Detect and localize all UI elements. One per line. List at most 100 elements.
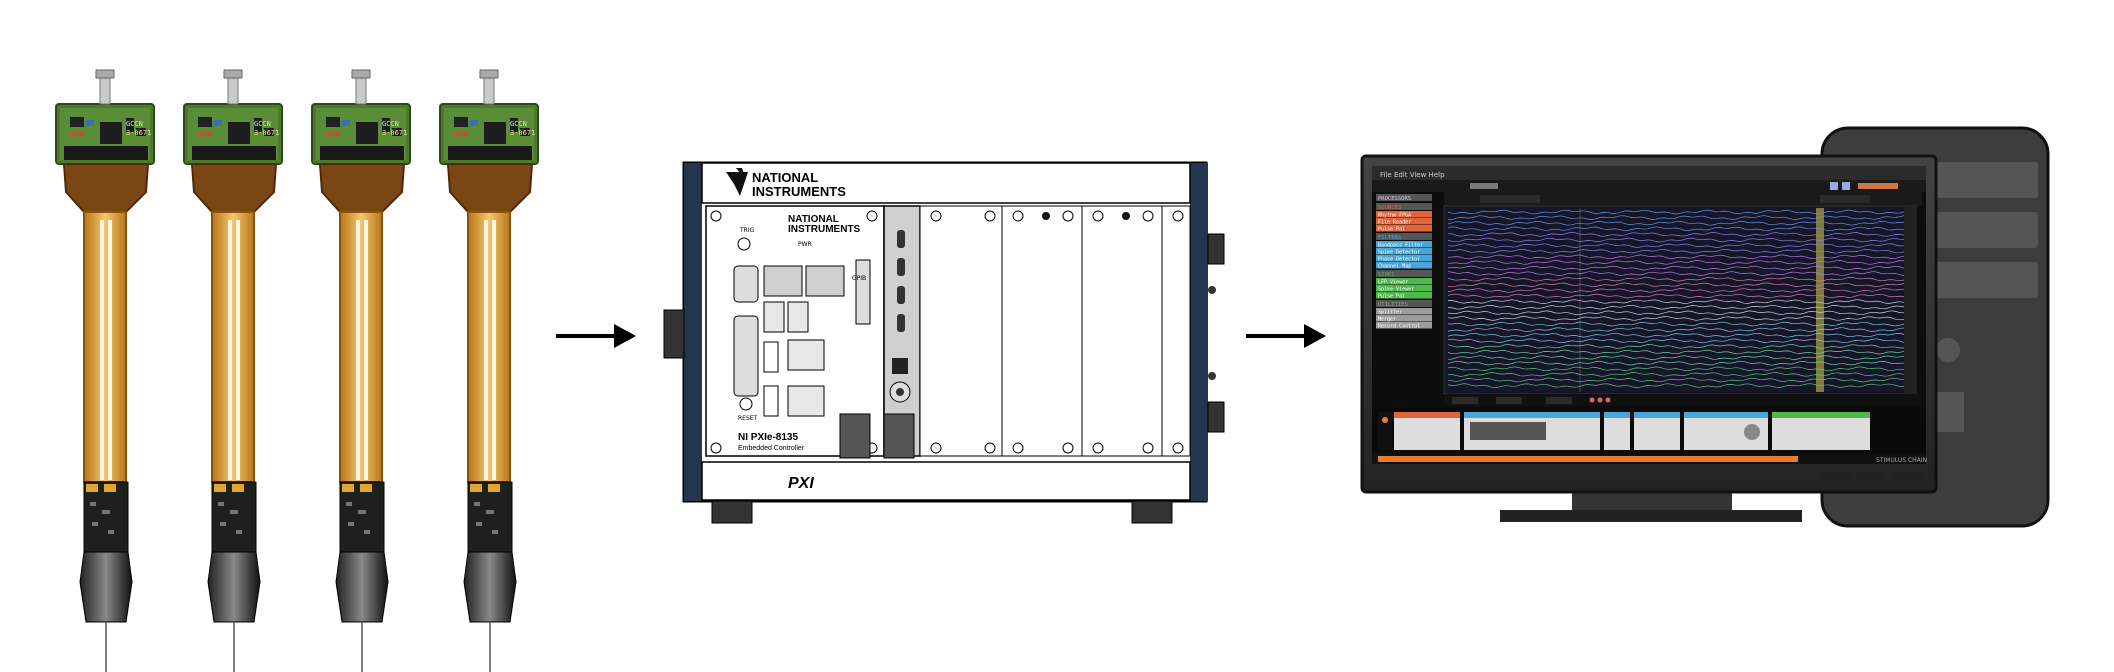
- sidebar-item-label: Merger: [1378, 317, 1396, 323]
- lfp-trace: [1447, 349, 1905, 355]
- ni-logo-icon: [726, 168, 748, 196]
- probe-board-text: GCCN: [126, 120, 143, 128]
- editor-panel-filter-4: [1684, 412, 1768, 450]
- sidebar-section-title: UTILITIES: [1378, 302, 1408, 308]
- probe-board-text: GCCN: [254, 120, 271, 128]
- sidebar-item-label: Pulse Pal: [1378, 294, 1405, 300]
- lfp-trace: [1447, 282, 1905, 288]
- sidebar-section-header: [1376, 194, 1432, 201]
- lfp-trace: [1447, 360, 1905, 366]
- probe-board-text: 3-0671: [254, 129, 279, 137]
- sidebar-item-label: Record Control: [1378, 324, 1420, 330]
- trig-label: TRIG: [739, 227, 755, 234]
- probe-board-text: 3-0671: [510, 129, 535, 137]
- sidebar-section-title: SINKS: [1378, 272, 1395, 278]
- lfp-trace: [1447, 355, 1905, 360]
- sidebar-item-label: Spike Viewer: [1378, 287, 1414, 293]
- sidebar-item[interactable]: [1376, 308, 1432, 315]
- sidebar-item[interactable]: [1376, 225, 1432, 232]
- sidebar-item[interactable]: [1376, 248, 1432, 255]
- brand-line2: INSTRUMENTS: [752, 184, 846, 199]
- lfp-trace: [1447, 276, 1905, 282]
- reset-label: RESET: [738, 415, 758, 422]
- sidebar-item-label: Pulse Pal: [1378, 227, 1405, 233]
- lfp-trace: [1447, 271, 1905, 276]
- menu-bar: File Edit View Help: [1380, 171, 1445, 179]
- lfp-trace: [1447, 260, 1905, 265]
- sidebar-item[interactable]: [1376, 241, 1432, 248]
- lfp-trace: [1447, 372, 1905, 377]
- controller-brand-line1: NATIONAL: [788, 214, 839, 225]
- lfp-trace: [1447, 215, 1905, 220]
- brand-line1: NATIONAL: [752, 170, 818, 185]
- right-arrow-icon: [556, 324, 636, 348]
- probe-board-text: GCCN: [382, 120, 399, 128]
- sidebar-item[interactable]: [1376, 211, 1432, 218]
- sidebar-item[interactable]: [1376, 255, 1432, 262]
- sidebar-item-label: Rhythm FPGA: [1378, 213, 1411, 219]
- lfp-trace: [1447, 232, 1905, 237]
- lfp-trace: [1447, 248, 1905, 254]
- lfp-trace: [1447, 220, 1905, 226]
- sidebar-item-label: Splitter: [1378, 310, 1402, 316]
- pxi-logo: PXI: [788, 475, 814, 492]
- lfp-trace: [1447, 327, 1905, 332]
- probe-board-text: GCCN: [510, 120, 527, 128]
- lfp-trace: [1447, 293, 1905, 299]
- probe-board-text: 3-0671: [382, 129, 407, 137]
- pxi-chassis: NATIONAL INSTRUMENTS NATIONAL INSTRUMENT…: [663, 161, 1225, 524]
- right-arrow-icon: [1246, 324, 1326, 348]
- lfp-trace: [1447, 366, 1905, 372]
- editor-panel-filter-2: [1604, 412, 1630, 450]
- controller-model: NI PXIe-8135: [738, 432, 798, 443]
- sidebar-section-header: [1376, 300, 1432, 307]
- sidebar-item[interactable]: [1376, 262, 1432, 269]
- sidebar-item[interactable]: [1376, 278, 1432, 285]
- editor-panel-source: [1394, 412, 1460, 450]
- lfp-trace: [1447, 265, 1905, 271]
- editor-panel-filter-3: [1634, 412, 1680, 450]
- software-window: File Edit View Help PROCESSORS SOURCES Rhy…: [1372, 166, 1927, 480]
- sidebar-item[interactable]: [1376, 315, 1432, 322]
- sidebar-section-title: PROCESSORS: [1378, 196, 1411, 202]
- sidebar-item-label: LFP Viewer: [1378, 280, 1408, 286]
- sidebar-item[interactable]: [1376, 292, 1432, 299]
- sidebar-item[interactable]: [1376, 285, 1432, 292]
- pwr-label: PWR: [798, 241, 812, 248]
- sidebar-item-label: Channel Map: [1378, 264, 1411, 270]
- gpib-label: GPIB: [852, 275, 866, 282]
- lfp-trace: [1447, 299, 1905, 304]
- lfp-trace: [1447, 383, 1905, 388]
- lfp-trace: [1447, 344, 1904, 349]
- sidebar-item-label: Spike Detector: [1378, 250, 1420, 256]
- sidebar-section-header: [1376, 270, 1432, 277]
- editor-panel-filter: [1464, 412, 1600, 450]
- lfp-trace: [1447, 316, 1905, 321]
- sidebar-section-title: SOURCES: [1378, 205, 1401, 211]
- lfp-trace: [1447, 226, 1905, 232]
- lfp-trace: [1447, 304, 1905, 310]
- lfp-trace: [1447, 243, 1905, 248]
- lfp-traces: [1447, 209, 1905, 388]
- sidebar-item[interactable]: [1376, 322, 1432, 329]
- lfp-trace: [1447, 377, 1905, 383]
- lfp-trace: [1447, 310, 1905, 316]
- sidebar-item-label: Phase Detector: [1378, 257, 1420, 263]
- sidebar-item[interactable]: [1376, 218, 1432, 225]
- sidebar-item-label: File Reader: [1378, 220, 1411, 226]
- lfp-trace: [1447, 332, 1905, 338]
- lfp-trace: [1447, 288, 1905, 293]
- sidebar-section-header: [1376, 233, 1432, 240]
- lfp-trace: [1447, 209, 1905, 215]
- lfp-trace: [1447, 321, 1905, 327]
- sidebar-item-label: Bandpass Filter: [1378, 243, 1423, 249]
- highlight-band: [1816, 208, 1824, 392]
